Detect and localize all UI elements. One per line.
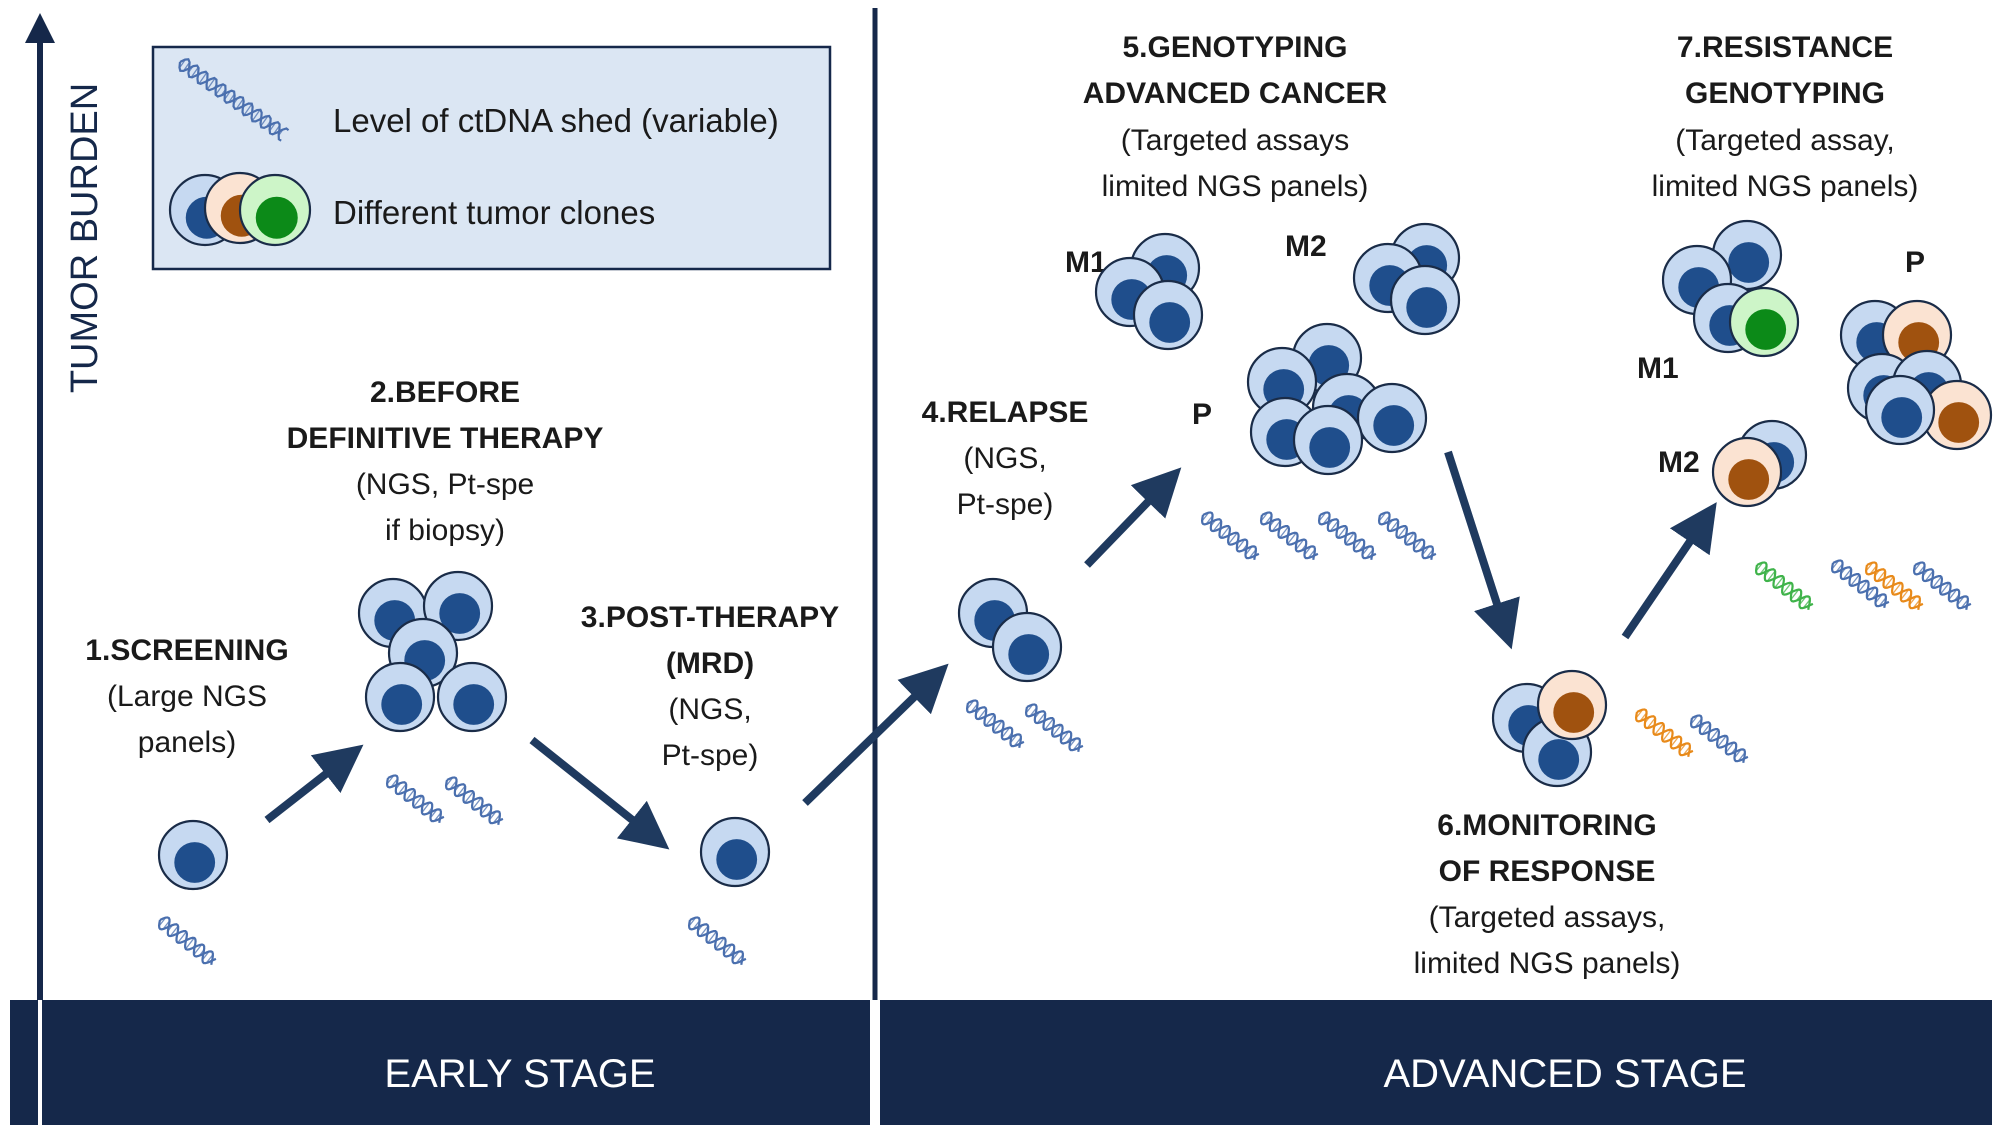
step-6-detail: (Targeted assays,limited NGS panels) — [1414, 901, 1681, 980]
dna-helix-icon — [1689, 714, 1749, 764]
dna-helix-icon — [1912, 561, 1972, 611]
arrow-5-to-6 — [1444, 450, 1520, 650]
arrow-4-to-5 — [1084, 467, 1182, 568]
tumor-cell — [1292, 404, 1364, 476]
step-4-title: 4.RELAPSE — [922, 396, 1089, 429]
legend-clones-label: Different tumor clones — [333, 194, 655, 231]
arrow-2-to-3 — [529, 736, 670, 850]
dna-helix-icon — [157, 916, 217, 966]
early-stage-bar — [10, 1000, 870, 1125]
tumor-cell — [1536, 669, 1608, 741]
tumor-clones-icon — [168, 171, 312, 247]
dna-helix-icon — [444, 776, 504, 826]
tumor-cell — [991, 611, 1063, 683]
y-axis-label: TUMOR BURDEN — [64, 83, 106, 393]
tumor-cell — [1728, 286, 1800, 358]
tumor-cell — [1864, 374, 1936, 446]
dna-helix-icon — [1864, 561, 1924, 611]
site-label-s5-m1: M1 — [1065, 246, 1107, 279]
step-4-label: 4.RELAPSE (NGS,Pt-spe) — [922, 396, 1089, 521]
arrow-6-to-7 — [1621, 502, 1717, 640]
site-label-s5-p: P — [1192, 398, 1212, 431]
stage-label-early: EARLY STAGE — [384, 1052, 655, 1096]
tumor-cell — [1132, 279, 1204, 351]
dna-helix-icon — [178, 58, 290, 142]
tumor-cell — [157, 819, 229, 891]
site-label-s7-p: P — [1905, 246, 1925, 279]
step-3-title: 3.POST-THERAPY(MRD) — [581, 601, 839, 680]
tumor-cell — [436, 661, 508, 733]
step-7-detail: (Targeted assay,limited NGS panels) — [1652, 124, 1919, 203]
dna-helix-icon — [1024, 703, 1084, 753]
dna-helix-icon — [385, 774, 445, 824]
tumor-cells-layer — [157, 219, 1993, 891]
site-label-s7-m2: M2 — [1658, 446, 1700, 479]
progression-arrows — [264, 450, 1717, 850]
step-3-label: 3.POST-THERAPY(MRD) (NGS,Pt-spe) — [581, 601, 839, 772]
tumor-cell — [1921, 379, 1993, 451]
step-4-detail: (NGS,Pt-spe) — [957, 442, 1054, 521]
dna-helix-icon — [1377, 511, 1437, 561]
dna-helix-icon — [178, 58, 290, 142]
tumor-cell — [238, 173, 312, 247]
tumor-cell — [364, 661, 436, 733]
advanced-stage-bar — [880, 1000, 1992, 1125]
dna-helix-icon — [1634, 708, 1694, 758]
dna-helix-icon — [1754, 561, 1814, 611]
step-3-detail: (NGS,Pt-spe) — [662, 693, 759, 772]
tumor-cell — [1389, 264, 1461, 336]
dna-helix-icon — [965, 699, 1025, 749]
step-1-title: 1.SCREENING — [85, 634, 288, 667]
tumor-cell — [1356, 382, 1428, 454]
dna-helix-icon — [687, 916, 747, 966]
dna-helix-icon — [1317, 511, 1377, 561]
arrow-3-to-4 — [802, 663, 949, 806]
stage-label-advanced: ADVANCED STAGE — [1383, 1052, 1746, 1096]
legend-ctdna-label: Level of ctDNA shed (variable) — [333, 102, 779, 139]
ctdna-layer — [157, 511, 1972, 966]
tumor-cell — [1711, 436, 1783, 508]
arrow-1-to-2 — [264, 744, 364, 824]
dna-helix-icon — [1200, 511, 1260, 561]
tumor-cell — [699, 816, 771, 888]
site-label-s5-m2: M2 — [1285, 230, 1327, 263]
dna-helix-icon — [1830, 559, 1890, 609]
site-label-s7-m1: M1 — [1637, 352, 1679, 385]
dna-helix-icon — [1259, 511, 1319, 561]
